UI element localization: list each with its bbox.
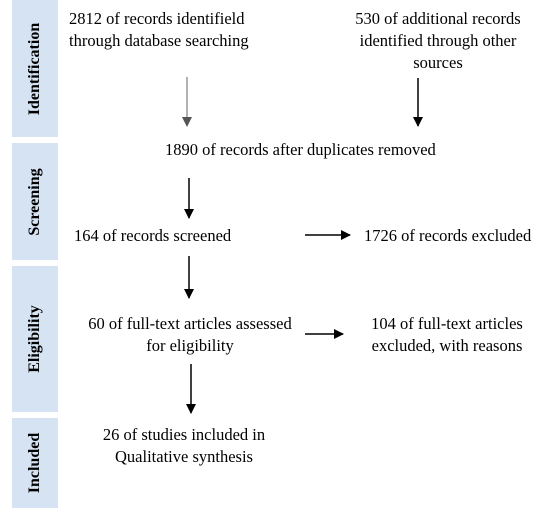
fulltext-assessed-node: 60 of full-text articles assessed for el… xyxy=(64,313,316,357)
additional-records-line-2: identified through other xyxy=(359,31,517,50)
phase-eligibility: Eligibility xyxy=(12,266,58,412)
included-studies-node: 26 of studies included in Qualitative sy… xyxy=(78,424,290,468)
phase-identification: Identification xyxy=(12,0,58,137)
fulltext-excluded-line-1: 104 of full-text articles xyxy=(371,314,523,333)
additional-records-line-1: 530 of additional records xyxy=(355,9,521,28)
database-records-line-2: through database searching xyxy=(69,31,249,50)
after-duplicates-node: 1890 of records after duplicates removed xyxy=(165,140,436,159)
excluded-node: 1726 of records excluded xyxy=(364,226,532,245)
database-records-node: 2812 of records identifield through data… xyxy=(69,8,249,52)
database-records-line-1: 2812 of records identifield xyxy=(69,9,245,28)
additional-records-line-3: sources xyxy=(413,53,463,72)
additional-records-node: 530 of additional records identified thr… xyxy=(338,8,538,74)
phase-screening: Screening xyxy=(12,143,58,260)
fulltext-assessed-line-2: for eligibility xyxy=(146,336,234,355)
included-studies-line-2: Qualitative synthesis xyxy=(115,447,253,466)
phase-included: Included xyxy=(12,418,58,508)
fulltext-excluded-node: 104 of full-text articles excluded, with… xyxy=(350,313,544,357)
included-studies-line-1: 26 of studies included in xyxy=(102,425,266,444)
fulltext-assessed-line-1: 60 of full-text articles assessed xyxy=(88,314,292,333)
screened-node: 164 of records screened xyxy=(74,226,232,245)
fulltext-excluded-line-2: excluded, with reasons xyxy=(371,336,523,355)
